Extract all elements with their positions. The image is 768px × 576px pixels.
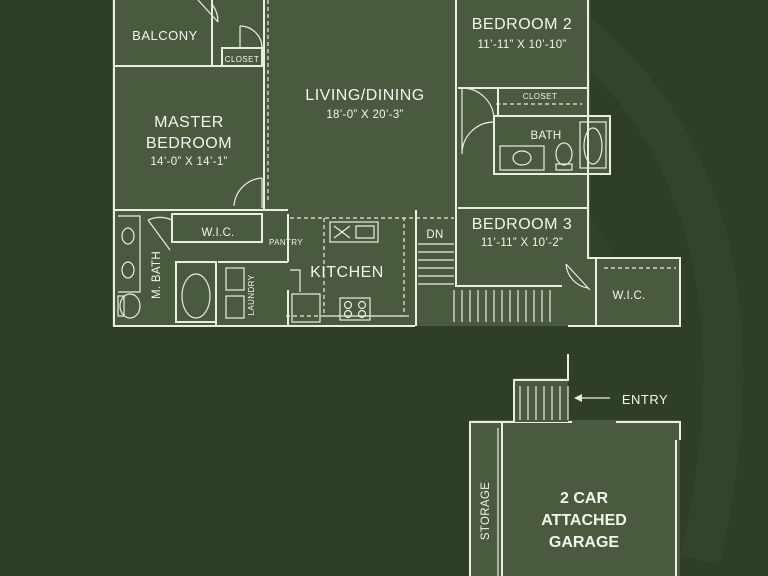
- interior-walls: [114, 0, 597, 326]
- bedroom2-label: BEDROOM 2: [472, 16, 573, 33]
- unit-fill: [112, 0, 680, 326]
- master-bath-fixtures: [117, 215, 245, 319]
- mbath-label: M. BATH: [151, 251, 163, 299]
- laundry-label: LAUNDRY: [247, 274, 256, 315]
- entry-label: ENTRY: [622, 392, 668, 407]
- bedroom2-dims: 11’-11” X 10’-10”: [477, 39, 566, 51]
- garage-label-1: 2 CAR: [560, 490, 608, 507]
- kitchen-stove: [339, 297, 371, 321]
- entry-arrow-head: [574, 394, 582, 402]
- master-label-1: MASTER: [154, 114, 224, 131]
- balcony-label: BALCONY: [132, 28, 198, 43]
- bedroom3-label: BEDROOM 3: [472, 216, 573, 233]
- garage: [469, 420, 681, 576]
- kitchen-label: KITCHEN: [310, 264, 384, 281]
- closet-top-label: CLOSET: [225, 55, 259, 64]
- door-swings: [147, 0, 591, 292]
- interior-stairs: [418, 243, 551, 322]
- living-label: LIVING/DINING: [305, 87, 424, 104]
- garage-stairs: [513, 354, 569, 422]
- outer-walls: [113, 0, 681, 327]
- bath-label: BATH: [530, 130, 561, 142]
- storage-label: STORAGE: [480, 482, 492, 540]
- bath-fixtures: [499, 121, 607, 171]
- living-dims: 18’-0” X 20’-3”: [326, 109, 403, 121]
- stairs-dn-label: DN: [426, 229, 443, 241]
- background-swoosh: [548, 3, 744, 565]
- kitchen-sink: [329, 221, 379, 243]
- bedroom3-dims: 11’-11” X 10’-2”: [481, 237, 563, 249]
- garage-label-3: GARAGE: [549, 534, 620, 551]
- closet-b2-label: CLOSET: [523, 92, 557, 101]
- master-label-2: BEDROOM: [146, 135, 232, 152]
- pantry-label: PANTRY: [269, 238, 303, 247]
- garage-label-2: ATTACHED: [541, 512, 627, 529]
- wic-master-label: W.I.C.: [201, 227, 234, 239]
- refrigerator: [291, 293, 321, 323]
- wic-b3-label: W.I.C.: [612, 290, 645, 302]
- master-dims: 14’-0” X 14’-1”: [150, 156, 227, 168]
- dashed-lines: [267, 0, 676, 317]
